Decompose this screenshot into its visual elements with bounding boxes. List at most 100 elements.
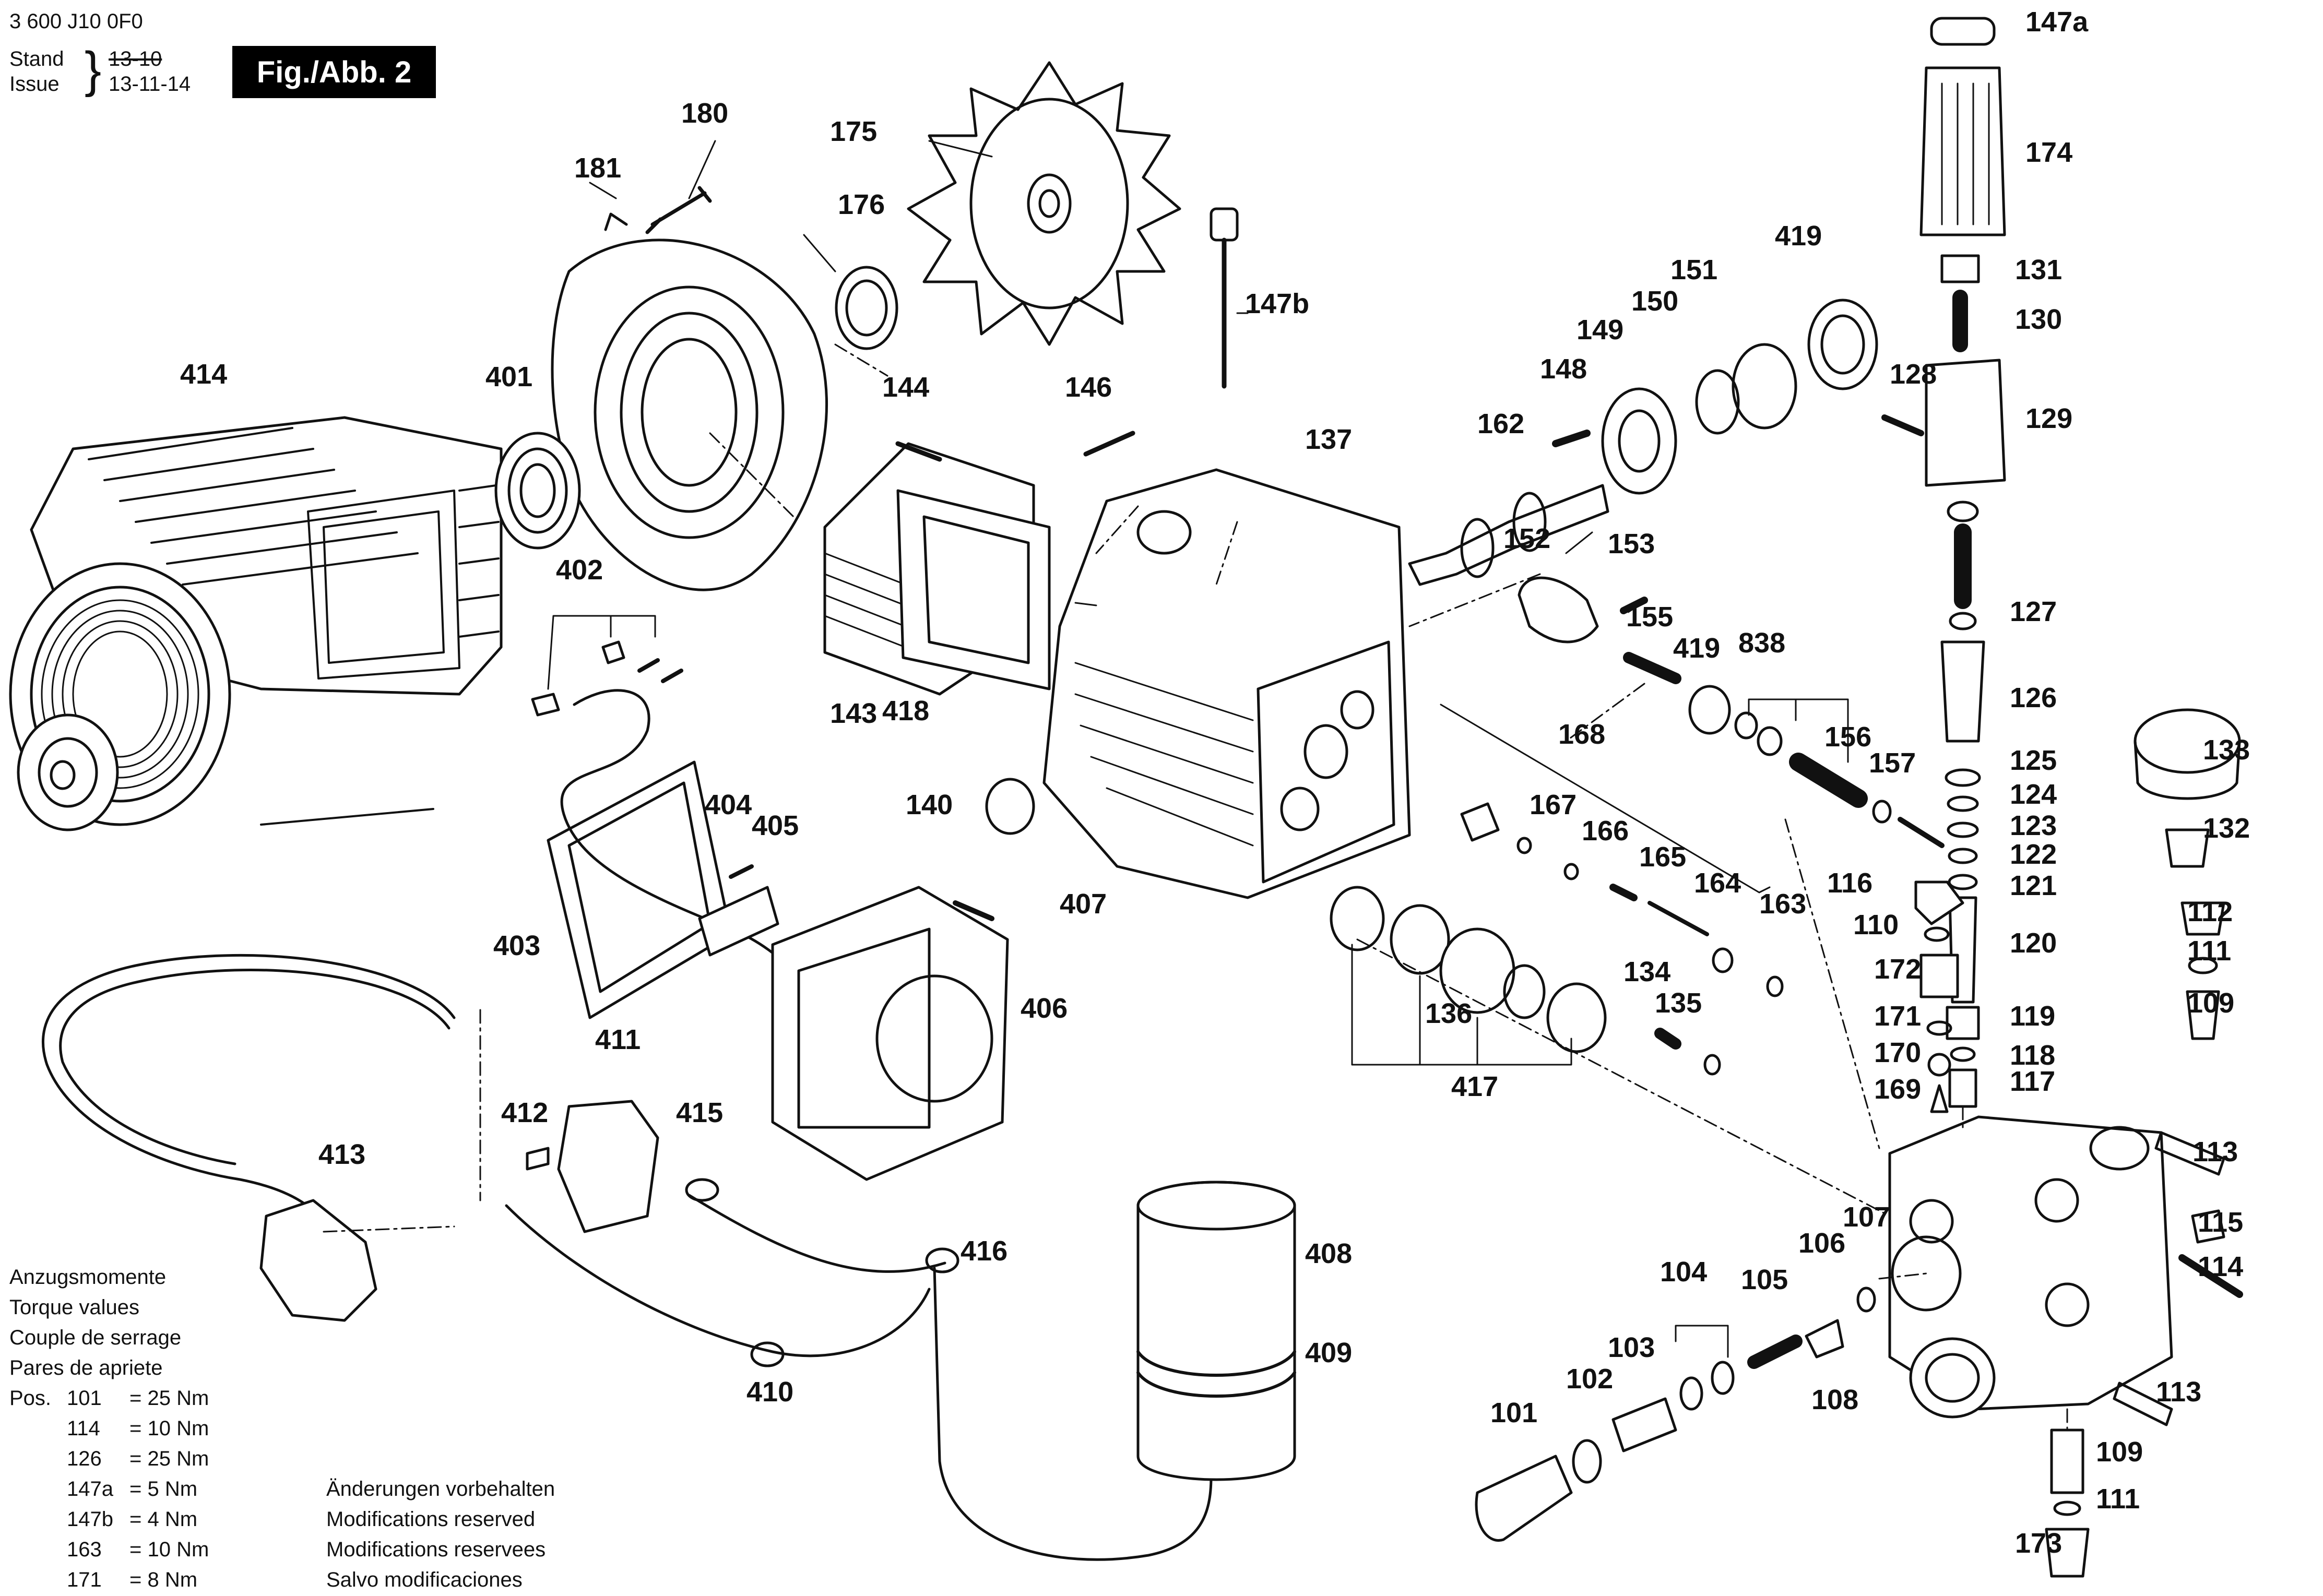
washer-162 (1872, 800, 1892, 824)
ring-169 (1563, 863, 1579, 880)
capacitor-box-410-port (875, 974, 993, 1103)
torque-title-es: Pares de apriete (9, 1356, 163, 1379)
callout-label: 102 (1566, 1363, 1613, 1395)
pump-flange (823, 442, 1051, 696)
pin-167 (1648, 901, 1709, 936)
callout-label: 170 (1874, 1037, 1921, 1068)
callout-label: 101 (1490, 1397, 1537, 1428)
callout-label: 404 (705, 789, 752, 820)
bearing-405 (494, 432, 581, 550)
spring-173 (1930, 1084, 1949, 1113)
callout-label: 135 (1655, 987, 1702, 1019)
callout-label: 147b (1245, 288, 1309, 319)
pressure-gauge-body (2134, 740, 2241, 800)
screw-147a (895, 441, 942, 462)
callout-label: 116 (1827, 867, 1872, 899)
callout-label: 151 (1670, 254, 1717, 285)
callout-label: 407 (1060, 888, 1107, 920)
spring-105 (1747, 1335, 1803, 1369)
ring-152 (1695, 369, 1740, 435)
ring-175 (1926, 1020, 1952, 1036)
callout-label: 128 (1890, 359, 1937, 390)
torque-row: 101 (67, 1387, 102, 1410)
motor-housing (9, 416, 503, 831)
ring-165 (1766, 975, 1784, 997)
switch-409 (698, 886, 779, 957)
callout-label: 412 (501, 1097, 548, 1128)
torque-title-en: Torque values (9, 1296, 140, 1319)
callout-label: 403 (493, 930, 540, 961)
callout-label: 114 (2198, 1251, 2243, 1282)
clamp-413 (1136, 1350, 1296, 1398)
connecting-rod (1518, 576, 1599, 644)
callout-label: 123 (2010, 810, 2057, 841)
cable-run (505, 1194, 1213, 1561)
ring-137 (1703, 1054, 1721, 1076)
plug-417 (259, 1199, 377, 1322)
grommet-419-upper (685, 1178, 719, 1202)
callout-label: 109 (2187, 987, 2234, 1019)
spring-168 (1609, 884, 1638, 901)
callout-label: 152 (1503, 523, 1550, 554)
callout-label: 175 (830, 116, 877, 147)
capacitor-box-410 (771, 886, 1009, 1181)
callout-label: 176 (838, 189, 885, 220)
callout-label: 119 (2010, 1001, 2055, 1032)
callout-label: 132 (2203, 813, 2250, 844)
torque-row: 114 (67, 1417, 100, 1440)
screw-408 (729, 864, 754, 879)
bearing-151 (1601, 387, 1677, 495)
callout-label: 118 (2010, 1040, 2055, 1071)
callout-label: 167 (1530, 789, 1577, 820)
plunger-861 (1789, 753, 1868, 808)
callout-label: 173 (2015, 1528, 2062, 1559)
torque-row-value: = 10 Nm (129, 1538, 209, 1561)
camshaft (1408, 484, 1609, 586)
callout-label: 127 (2010, 596, 2057, 627)
callout-label: 838 (1738, 627, 1785, 659)
torque-row-value: = 25 Nm (129, 1387, 209, 1410)
clip-416 (526, 1147, 550, 1171)
ring-861b (1757, 726, 1783, 756)
dipstick (1210, 207, 1239, 389)
callout-label: 417 (1451, 1071, 1498, 1102)
callout-label: 146 (1065, 372, 1112, 403)
torque-row: 147a (67, 1478, 113, 1500)
callout-label: 133 (2203, 734, 2250, 766)
circlip-153 (1732, 343, 1797, 430)
doc-number: 3 600 J10 0F0 (9, 10, 143, 33)
grommet-414 (750, 1341, 785, 1367)
callout-label: 166 (1582, 815, 1629, 847)
cap-180 (2045, 1528, 2090, 1578)
callout-label: 415 (676, 1097, 723, 1128)
modifications-de: Änderungen vorbehalten (326, 1478, 555, 1500)
callout-label: 414 (180, 359, 227, 390)
capacitor-412-cap (1136, 1181, 1296, 1231)
ring-110 (1924, 926, 1950, 942)
gauge-fitting-134 (2165, 828, 2210, 868)
leader-lines (323, 140, 2068, 1431)
ring-111-bottom (2053, 1500, 2081, 1516)
callout-label: 117 (2010, 1066, 2055, 1097)
callout-label: 134 (1623, 956, 1670, 987)
clip-406a (601, 640, 625, 664)
callout-label: 147a (2025, 6, 2089, 38)
ring-104a (1679, 1376, 1703, 1411)
ring-111-right (2188, 957, 2218, 974)
clip-113-bottom (2113, 1381, 2173, 1426)
grommet-419-lower (925, 1247, 959, 1273)
nut-176 (1919, 954, 1959, 998)
power-cord (41, 954, 456, 1233)
valve-manifold (1888, 1115, 2173, 1419)
callout-label: 150 (1631, 285, 1678, 317)
torque-row: 171 (67, 1568, 102, 1591)
issue-label: Issue (9, 73, 60, 96)
callout-label: 103 (1608, 1332, 1655, 1363)
callout-label: 148 (1540, 353, 1587, 385)
valve-109-bottom (2050, 1428, 2084, 1494)
callout-label: 402 (556, 554, 603, 586)
tag-406 (531, 693, 560, 717)
